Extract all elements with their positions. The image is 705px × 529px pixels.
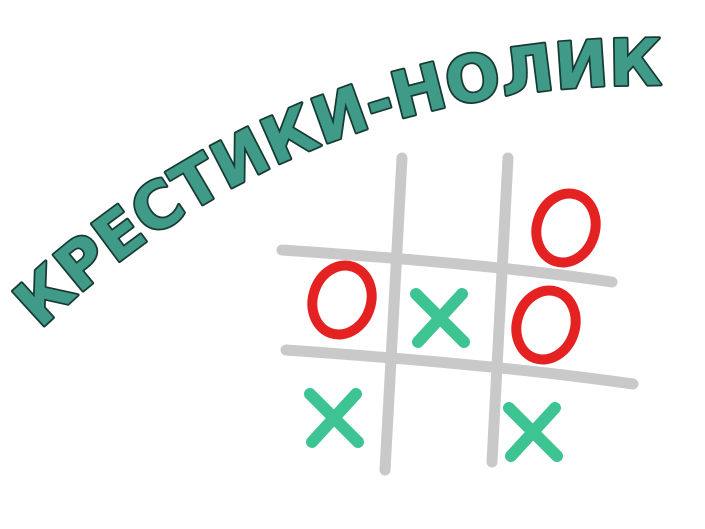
game-board [276, 152, 639, 476]
o-mark-r2-c3 [511, 285, 581, 365]
o-mark-r1-c3 [531, 188, 601, 268]
grid-line-vertical-right [486, 152, 514, 468]
x-mark-r3-c1 [304, 388, 364, 448]
board-marks [304, 188, 601, 462]
grid-line-horizontal-bottom [280, 344, 639, 390]
x-mark-r3-c3 [503, 402, 563, 462]
grid-line-horizontal-top [276, 244, 618, 288]
x-mark-r2-c2 [410, 288, 470, 348]
grid-line-vertical-left [379, 152, 408, 476]
o-mark-r2-c1 [307, 260, 377, 340]
